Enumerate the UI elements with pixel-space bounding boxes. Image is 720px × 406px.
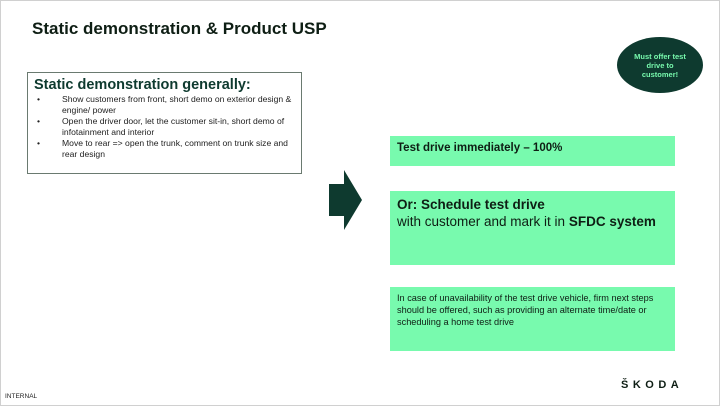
test-drive-immediately-box: Test drive immediately – 100% xyxy=(390,136,675,166)
list-item: •Open the driver door, let the customer … xyxy=(37,116,285,137)
box2-body: with customer and mark it in SFDC system xyxy=(397,214,656,229)
unavailability-box: In case of unavailability of the test dr… xyxy=(390,287,675,351)
box1-text: Test drive immediately – 100% xyxy=(397,142,563,154)
schedule-test-drive-box: Or: Schedule test drive with customer an… xyxy=(390,191,675,265)
list-item: •Show customers from front, short demo o… xyxy=(37,94,292,115)
right-arrow-icon xyxy=(329,170,362,230)
classification-label: INTERNAL xyxy=(5,393,38,400)
box2-heading: Or: Schedule test drive xyxy=(397,197,545,212)
static-demo-heading: Static demonstration generally: xyxy=(34,77,251,93)
slide-title: Static demonstration & Product USP xyxy=(32,19,327,38)
must-offer-badge: Must offer test drive to customer! xyxy=(617,37,703,93)
badge-text: Must offer test drive to customer! xyxy=(634,51,686,79)
skoda-logo: ŠKODA xyxy=(621,379,684,391)
list-item: •Move to rear => open the trunk, comment… xyxy=(37,138,288,159)
static-demo-box: Static demonstration generally: •Show cu… xyxy=(27,72,302,174)
box3-text: In case of unavailability of the test dr… xyxy=(397,293,654,327)
static-demo-list: •Show customers from front, short demo o… xyxy=(34,94,295,160)
